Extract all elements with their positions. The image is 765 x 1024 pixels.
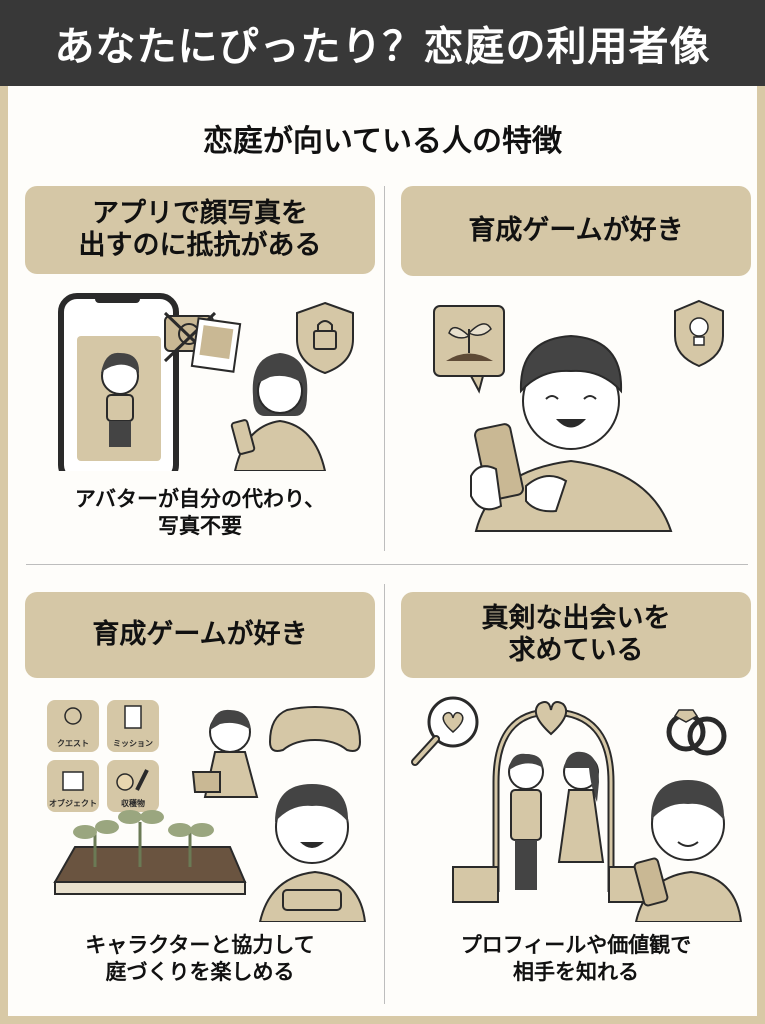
vertical-divider-bottom: [384, 584, 385, 1004]
badge-object: オブジェクト: [47, 760, 99, 812]
card-no-face-photo: アプリで顔写真を 出すのに抵抗がある: [25, 186, 375, 556]
card-heading: アプリで顔写真を 出すのに抵抗がある: [25, 186, 375, 274]
card-illustration: [25, 291, 375, 471]
badge-mission: ミッション: [107, 700, 159, 752]
smartphone-avatar-icon: [58, 293, 179, 471]
card-illustration: [401, 692, 751, 922]
card-heading: 真剣な出会いを 求めている: [401, 592, 751, 678]
svg-text:クエスト: クエスト: [57, 738, 89, 748]
sprout-speech-bubble-icon: [433, 305, 505, 394]
rings-icon: [666, 709, 727, 756]
magnifier-heart-icon: [411, 696, 479, 766]
man-with-phone-icon: [470, 334, 673, 532]
girl-watering-icon: [191, 709, 259, 798]
card-raising-game: 育成ゲームが好き: [401, 186, 751, 556]
page-title: あなたにぴったり？恋庭の利用者像: [0, 0, 765, 86]
svg-text:収穫物: 収穫物: [121, 798, 145, 808]
vertical-divider-top: [384, 186, 385, 551]
card-caption: プロフィールや価値観で 相手を知れる: [460, 933, 692, 985]
woman-with-phone-icon: [230, 353, 327, 471]
content-panel: 恋庭が向いている人の特徴 アプリで顔写真を 出すのに抵抗がある: [8, 86, 757, 1016]
shield-lock-icon: [296, 301, 354, 375]
medal-icon: [64, 707, 82, 725]
man-with-phone-icon: [633, 780, 743, 922]
card-heading: 育成ゲームが好き: [401, 186, 751, 276]
section-subtitle: 恋庭が向いている人の特徴: [202, 124, 563, 159]
card-heading: 育成ゲームが好き: [25, 592, 375, 678]
badge-quest: クエスト: [47, 700, 99, 752]
card-illustration: クエスト ミッション オブジェクト 収穫物: [25, 692, 375, 922]
svg-text:ミッション: ミッション: [113, 739, 153, 748]
shield-lightbulb-icon: [674, 299, 724, 368]
clipboard-icon: [124, 705, 142, 729]
boy-playing-icon: [258, 784, 367, 922]
badge-harvest: 収穫物: [107, 760, 159, 812]
gamepad-icon: [268, 706, 362, 752]
horizontal-divider: [26, 564, 748, 565]
couple-icon: [508, 751, 605, 890]
card-caption: アバターが自分の代わり、 写真不要: [74, 487, 326, 539]
card-serious-dating: 真剣な出会いを 求めている: [401, 592, 751, 1012]
object-icon: [62, 771, 84, 791]
garden-bed-icon: [53, 810, 247, 895]
photo-icon: [190, 317, 242, 373]
harvest-icon: [116, 773, 134, 791]
svg-text:オブジェクト: オブジェクト: [49, 798, 97, 808]
card-garden-game: 育成ゲームが好き クエスト ミッション オブジェクト: [25, 592, 375, 1012]
card-caption: キャラクターと協力して 庭づくりを楽しめる: [85, 933, 315, 985]
card-illustration: [401, 291, 751, 541]
heart-arch-icon: [452, 701, 655, 903]
